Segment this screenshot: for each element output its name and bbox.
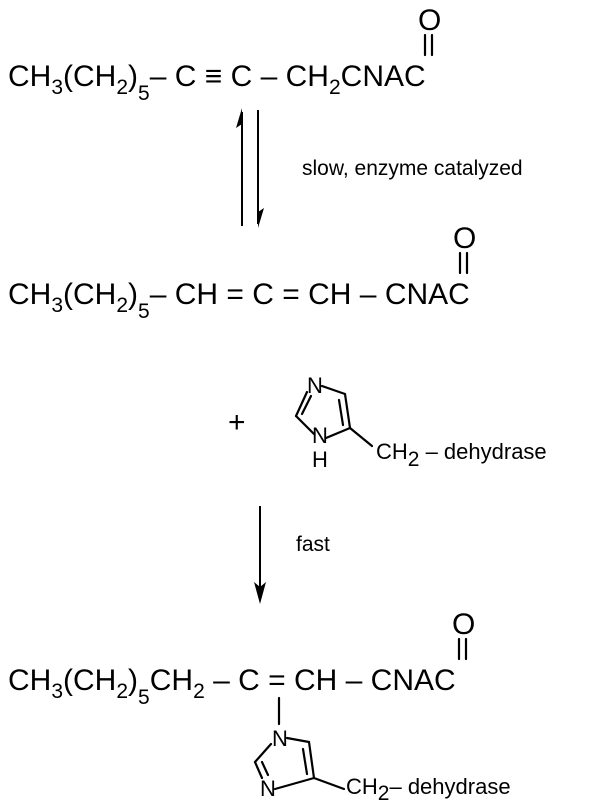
allene-formula: CH3(CH2)5– CH = C = CH – CNAC (8, 278, 470, 323)
allene-intermediate: CH3(CH2)5– CH = C = CH – CNAC O (8, 222, 476, 323)
product-ring-bond-c4-ch2 (312, 776, 346, 791)
product-ring-bond-c5-c4-double (301, 747, 309, 776)
ring-bond-n3-c4 (320, 384, 347, 396)
ring-bond-c4-c5-double (337, 398, 345, 427)
product-formula: CH3(CH2)5CH2 – C = CH – CNAC (8, 664, 456, 709)
allene-oxygen: O (453, 222, 476, 255)
product-oxygen: O (452, 608, 475, 641)
ring-bond-c5-n1 (324, 426, 352, 440)
product-ring-n1: N (272, 726, 288, 751)
imidazole-reagent: + N N H CH2 – dehydrase (228, 373, 547, 472)
equilibrium-arrows (236, 108, 264, 228)
product-ring-bond-n3-c2 (253, 760, 264, 780)
fast-arrow-head (254, 582, 266, 604)
product-ring-bond-n3-c2-double (260, 760, 270, 777)
product-ring-n3: N (260, 776, 276, 801)
ring-bond-c4-c5 (343, 392, 352, 430)
product-ring-bond-n1-c5 (285, 736, 311, 744)
product-ring-bond-c5-c4 (307, 740, 316, 780)
imidazole-n1: N (312, 423, 328, 448)
fast-arrow (254, 506, 266, 604)
reactant-alkyne: CH3(CH2)5– C ≡ C – CH2CNAC O (8, 4, 441, 105)
ring-bond-c2-n3 (294, 390, 309, 418)
reagent-ch2-dehydrase: CH2 – dehydrase (376, 439, 547, 471)
reactant-formula: CH3(CH2)5– C ≡ C – CH2CNAC (8, 60, 426, 105)
product-ring-bond-c2-n1 (253, 742, 273, 764)
reactant-oxygen: O (418, 4, 441, 37)
ring-bond-c2-n3-double (300, 394, 313, 416)
plus-sign: + (228, 406, 246, 439)
forward-arrow-head (258, 208, 264, 228)
step2-label: fast (296, 533, 330, 556)
step1-label: slow, enzyme catalyzed (302, 157, 523, 180)
product-ring-bond-c4-n3 (273, 776, 316, 791)
ring-bond-c5-ch2 (348, 426, 374, 448)
product-ch2-dehydrase: CH2– dehydrase (346, 774, 511, 801)
reverse-arrow-head (236, 108, 242, 128)
product: CH3(CH2)5CH2 – C = CH – CNAC O N N CH2– … (8, 608, 511, 801)
imidazole-n3: N (307, 373, 323, 398)
ring-bond-n1-c2 (294, 414, 316, 436)
imidazole-h: H (312, 447, 328, 472)
